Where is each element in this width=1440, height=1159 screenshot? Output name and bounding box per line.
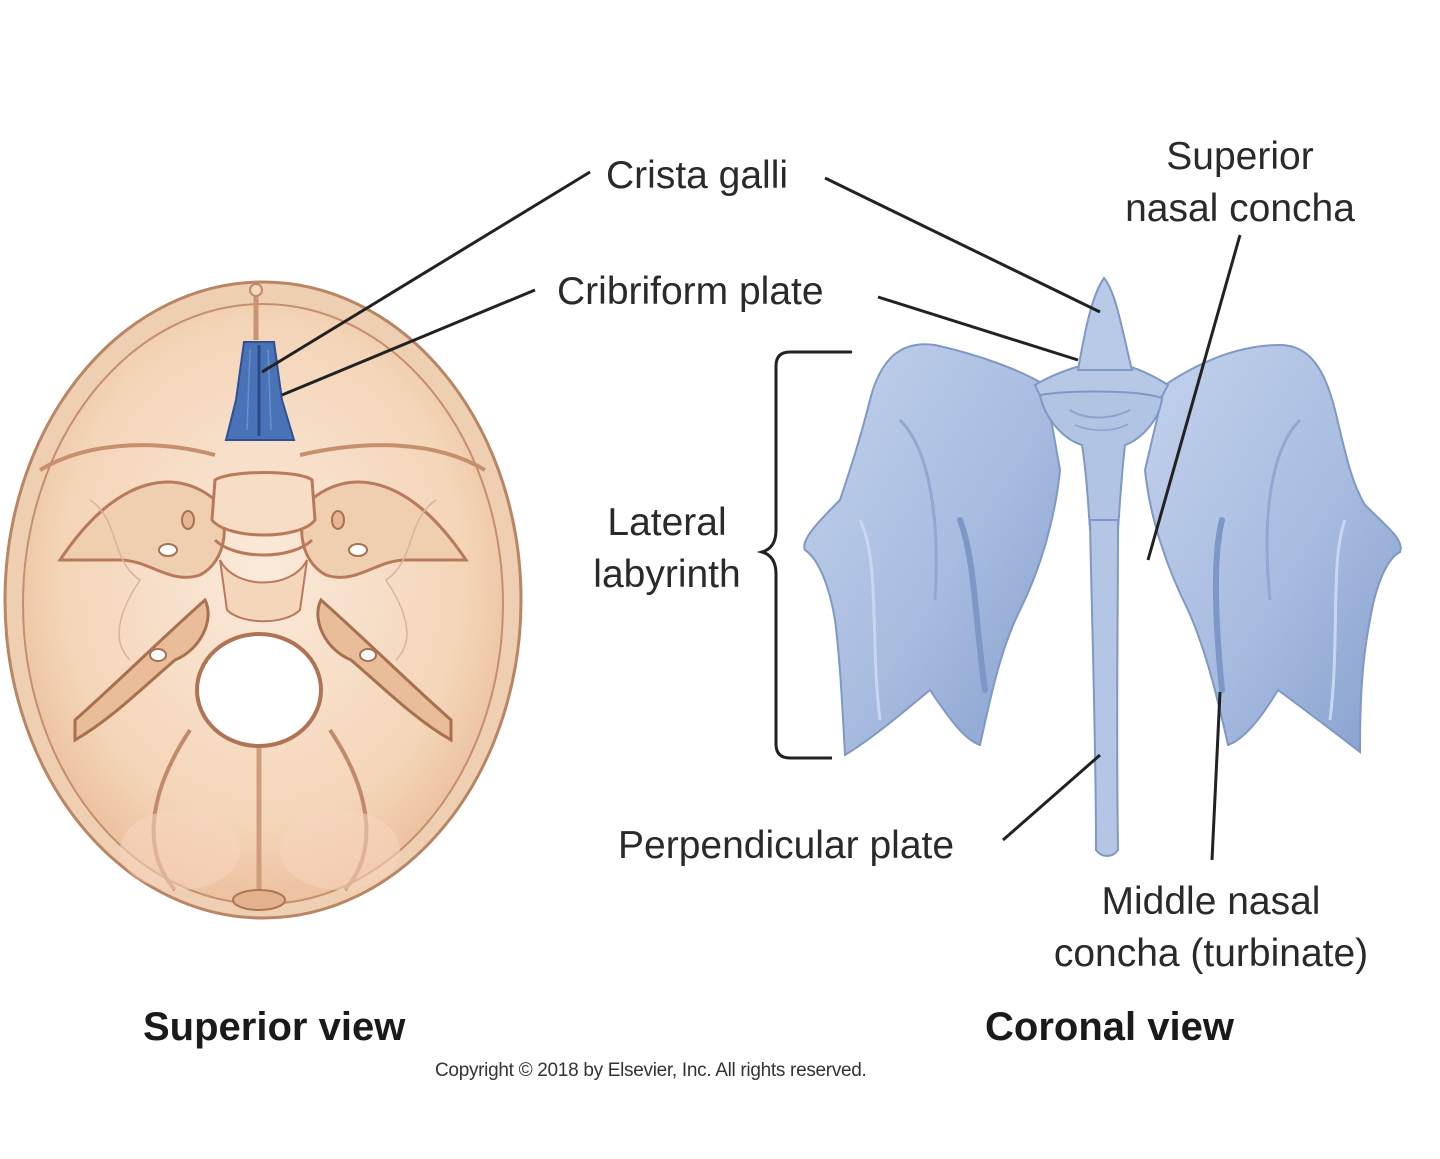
lateral-labyrinth-right (1143, 343, 1402, 755)
lateral-labyrinth-left (803, 343, 1062, 757)
lateral-labyrinth-bracket (756, 350, 852, 760)
leader-crista-galli-right (824, 176, 1101, 314)
skull-base-superior-view (3, 280, 523, 920)
foramen-magnum (195, 632, 323, 748)
leader-cribriform-left (281, 288, 536, 397)
petrous-ridge-left (73, 597, 210, 743)
perpendicular-plate-shape (1088, 519, 1120, 857)
sella-turcica (210, 471, 317, 537)
leader-superior-concha (1146, 234, 1242, 561)
label-middle-nasal-concha-line1: Middle nasal (1101, 880, 1321, 923)
label-superior-nasal-concha: Superior nasal concha (1110, 131, 1370, 235)
label-crista-galli: Crista galli (606, 154, 789, 197)
label-superior-nasal-concha-line2: nasal concha (1125, 187, 1355, 230)
leader-crista-galli-left (261, 170, 591, 374)
label-lateral-labyrinth-line2: labyrinth (593, 553, 741, 596)
label-lateral-labyrinth: Lateral labyrinth (572, 497, 762, 601)
copyright-notice: Copyright © 2018 by Elsevier, Inc. All r… (435, 1060, 867, 1081)
label-superior-nasal-concha-line1: Superior (1166, 135, 1314, 178)
label-lateral-labyrinth-line1: Lateral (607, 501, 727, 544)
crista-galli-shape (1076, 276, 1134, 371)
ethmoid-bone-coronal-view (803, 276, 1402, 857)
label-middle-nasal-concha: Middle nasal concha (turbinate) (1030, 876, 1392, 980)
label-perpendicular-plate: Perpendicular plate (618, 824, 955, 867)
superior-view-title: Superior view (143, 1005, 406, 1049)
leader-middle-concha (1210, 691, 1222, 861)
petrous-ridge-right (316, 597, 453, 743)
coronal-view-title: Coronal view (985, 1005, 1234, 1049)
leader-lines (261, 170, 1242, 861)
leader-cribriform-right (877, 295, 1079, 362)
label-cribriform-plate: Cribriform plate (557, 270, 824, 313)
label-middle-nasal-concha-line2: concha (turbinate) (1053, 932, 1369, 975)
leader-perpendicular-plate (1002, 753, 1101, 842)
